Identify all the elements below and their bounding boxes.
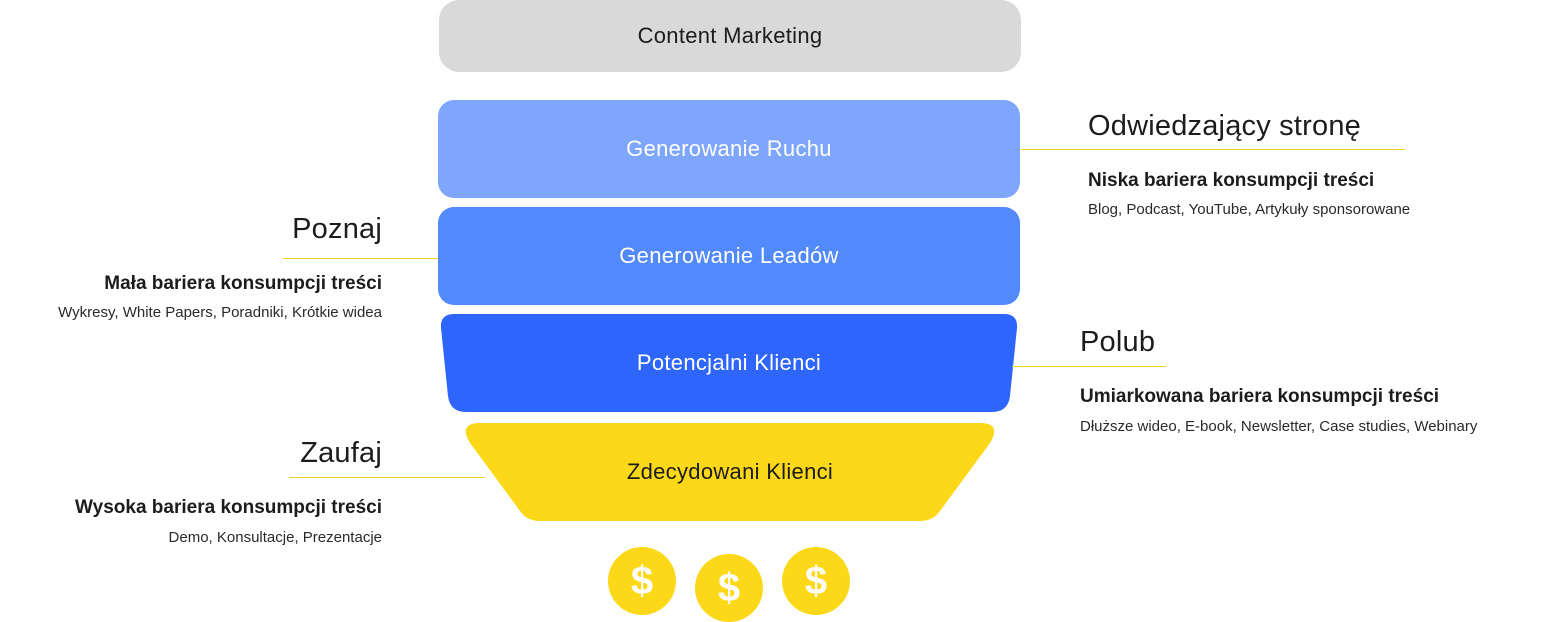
stage-potential-clients-shape: [440, 314, 1018, 412]
annotation-trust-heading: Zaufaj: [300, 437, 382, 469]
stage-traffic-generation-label: Generowanie Ruchu: [626, 136, 832, 161]
annotation-like-detail: Dłuższe wideo, E-book, Newsletter, Case …: [1080, 418, 1478, 435]
dollar-coin-icon: $: [782, 547, 850, 615]
annotation-trust-subtitle: Wysoka bariera konsumpcji treści: [75, 497, 382, 518]
connector-visitors: [1021, 149, 1405, 150]
dollar-symbol: $: [804, 558, 828, 603]
dollar-symbol: $: [630, 558, 654, 603]
annotation-know-subtitle: Mała bariera konsumpcji treści: [104, 273, 382, 294]
stage-decided-clients: Zdecydowani Klienci: [462, 423, 998, 521]
stage-lead-generation-label: Generowanie Leadów: [619, 243, 839, 268]
connector-know: [283, 258, 438, 259]
annotation-visitors-subtitle: Niska bariera konsumpcji treści: [1088, 170, 1375, 191]
stage-content-marketing: Content Marketing: [439, 0, 1021, 72]
stage-content-marketing-label: Content Marketing: [637, 23, 823, 48]
annotation-like-heading: Polub: [1080, 326, 1156, 358]
stage-potential-clients-label: Potencjalni Klienci: [636, 350, 822, 375]
stage-traffic-generation: Generowanie Ruchu: [438, 100, 1020, 198]
annotation-know-detail: Wykresy, White Papers, Poradniki, Krótki…: [58, 304, 382, 321]
dollar-coin-icon: $: [608, 547, 676, 615]
stage-lead-generation: Generowanie Leadów: [438, 207, 1020, 305]
annotation-visitors-detail: Blog, Podcast, YouTube, Artykuły sponsor…: [1088, 201, 1411, 218]
connector-like: [1012, 366, 1166, 367]
annotation-trust-detail: Demo, Konsultacje, Prezentacje: [168, 529, 382, 546]
stage-potential-clients: Potencjalni Klienci: [438, 314, 1020, 412]
dollar-coin-icon: $: [695, 554, 763, 622]
stage-decided-clients-shape: [465, 423, 995, 521]
connector-trust: [289, 477, 485, 478]
annotation-visitors-heading: Odwiedzający stronę: [1088, 110, 1361, 142]
annotation-like-subtitle: Umiarkowana bariera konsumpcji treści: [1080, 386, 1440, 407]
stage-decided-clients-label: Zdecydowani Klienci: [626, 459, 834, 484]
dollar-symbol: $: [717, 565, 741, 610]
annotation-know-heading: Poznaj: [292, 213, 382, 245]
